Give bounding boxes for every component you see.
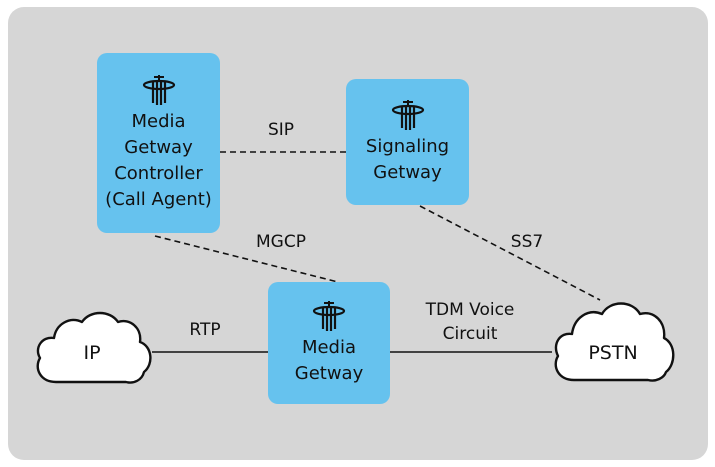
mgcp-label: MGCP [256,232,306,252]
tdm-label-line-1: TDM Voice [425,300,515,320]
tdm-label-line-2: Circuit [442,324,498,344]
sip-label: SIP [267,120,295,140]
mgc-label-line-2: Getway [124,137,193,158]
gateway-icon [142,75,175,105]
mg-label-line-1: Media [301,337,357,358]
gateway-icon [391,100,424,130]
sg-label-line-1: Signaling [365,136,450,157]
media-gateway-node[interactable]: Media Getway [268,282,390,404]
mgcp-link [154,235,339,283]
tdm-voice-circuit-label: TDM Voice Circuit [410,298,530,346]
ss7-link [419,205,601,301]
gateway-icon [312,301,346,331]
sg-label-line-2: Getway [373,162,442,183]
media-gateway-controller-node[interactable]: Media Getway Controller (Call Agent) [97,53,220,233]
mg-label-line-2: Getway [294,363,364,384]
ip-cloud-icon[interactable] [30,302,156,394]
mgc-label-line-3: Controller [114,163,203,184]
rtp-label: RTP [189,320,221,340]
pstn-cloud-label: PSTN [588,342,638,364]
ip-cloud-label: IP [83,342,101,364]
pstn-cloud-icon[interactable] [548,292,678,392]
ss7-label: SS7 [510,232,544,252]
signaling-gateway-node[interactable]: Signaling Getway [346,79,469,205]
mgc-label-line-4: (Call Agent) [105,189,212,210]
mgc-label-line-1: Media [131,111,186,132]
